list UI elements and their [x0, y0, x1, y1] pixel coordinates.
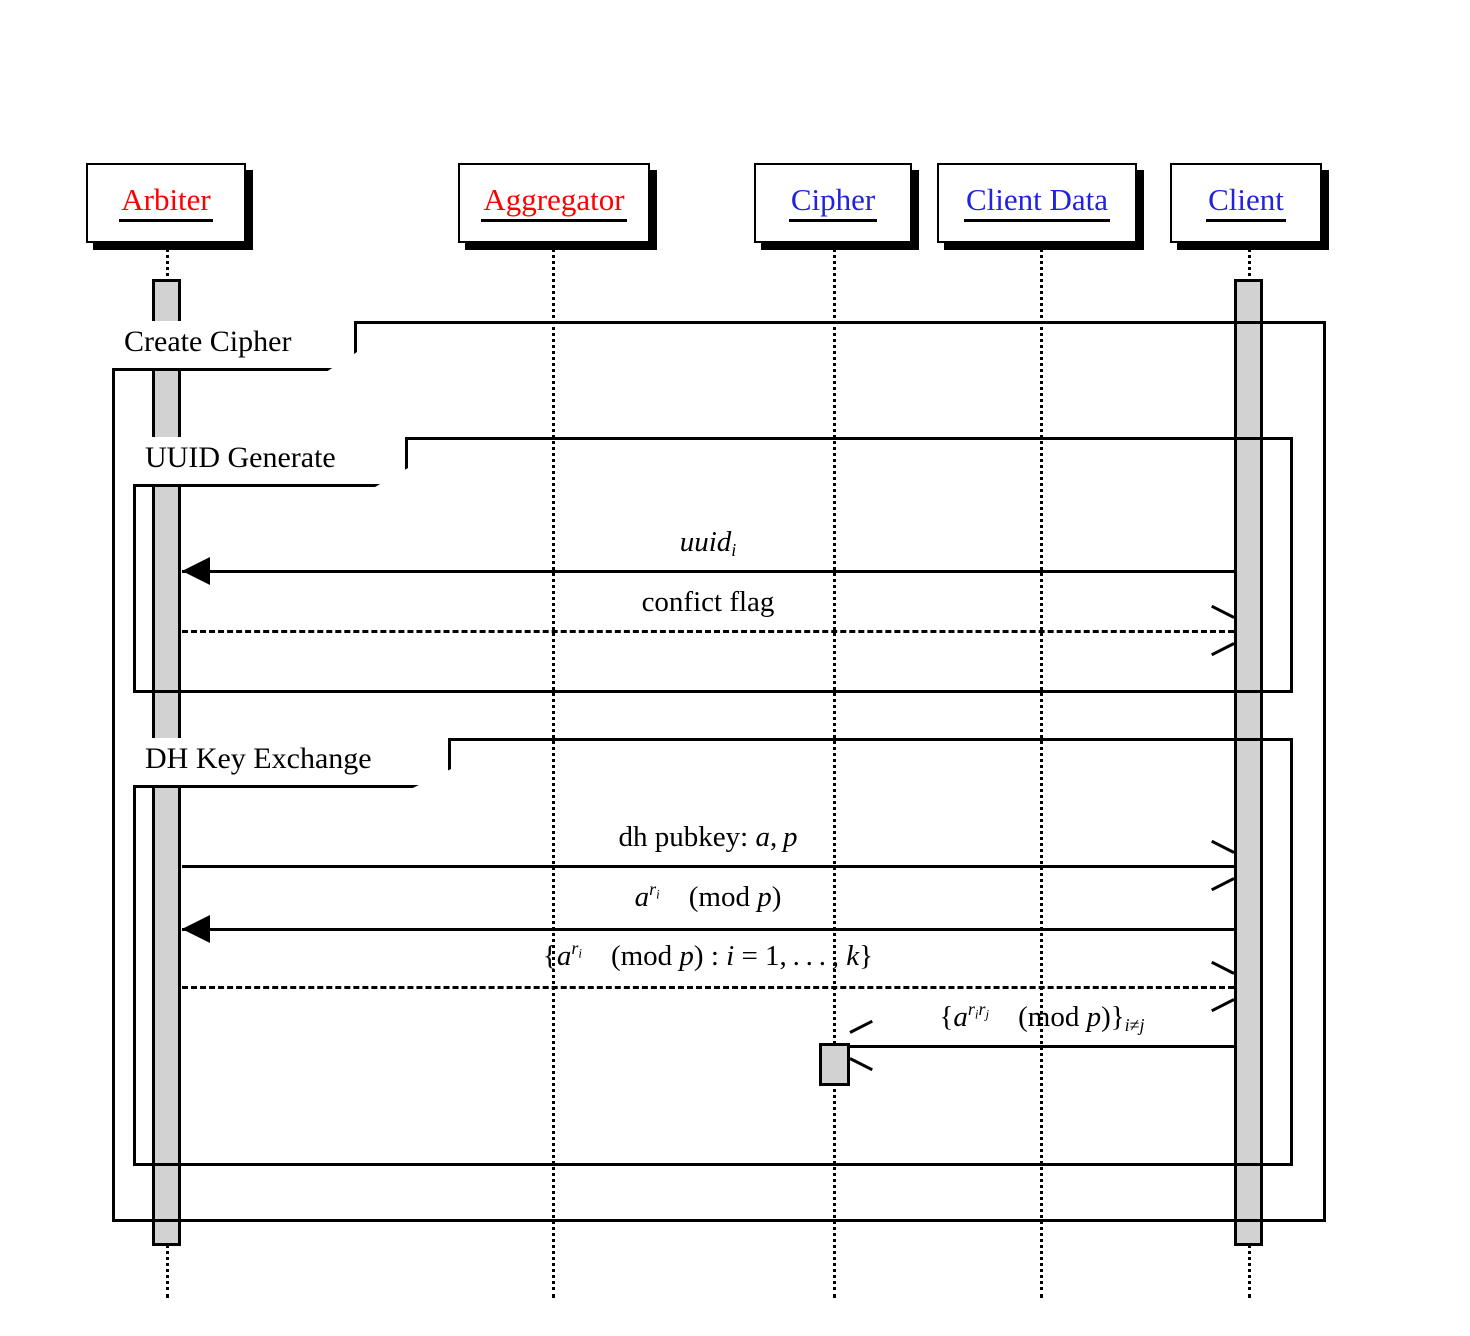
fragment-create-cipher [112, 321, 1326, 1222]
message-line-confict-flag [182, 630, 1234, 633]
fragment-uuid-generate [133, 437, 1293, 693]
lifeline-cipher [833, 248, 836, 1298]
fragment-label-uuid-generate-text: UUID Generate [145, 440, 336, 474]
message-label-a-ri-mod-p: ari (mod p) [634, 878, 782, 913]
actor-label-arbiter: Arbiter [119, 184, 213, 222]
actor-label-aggregator: Aggregator [481, 184, 627, 222]
message-line-dh-pubkey [182, 865, 1234, 868]
activation-cipher [819, 1043, 850, 1086]
fragment-label-uuid-generate: UUID Generate [133, 437, 408, 487]
arrowhead-a-ri-mod-p [182, 915, 210, 943]
fragment-label-create-cipher-text: Create Cipher [124, 324, 292, 358]
fragment-label-dh-key-exchange: DH Key Exchange [133, 738, 451, 788]
activation-client [1234, 279, 1263, 1246]
message-label-a-rirj-mod-p-set: {arirj (mod p)}i≠j [939, 998, 1145, 1036]
message-label-confict-flag: confict flag [641, 586, 775, 618]
actor-box-aggregator[interactable]: Aggregator [458, 163, 650, 243]
arrowhead-dh-pubkey [1209, 851, 1233, 881]
arrowhead-confict-flag [1209, 616, 1233, 646]
message-label-uuid-i: uuidi [679, 526, 737, 561]
actor-label-cipher: Cipher [788, 184, 878, 222]
message-line-a-rirj-mod-p-set [850, 1045, 1234, 1048]
actor-box-client[interactable]: Client [1170, 163, 1322, 243]
message-label-a-ri-mod-p-set: {ari (mod p) : i = 1, . . . , k} [542, 937, 874, 972]
actor-box-client-data[interactable]: Client Data [937, 163, 1137, 243]
actor-label-client-data: Client Data [963, 184, 1111, 222]
lifeline-aggregator [552, 248, 555, 1298]
arrowhead-a-rirj-mod-p-set [850, 1031, 874, 1061]
message-line-a-ri-mod-p [182, 928, 1234, 931]
actor-label-client: Client [1206, 184, 1286, 222]
message-line-a-ri-mod-p-set [182, 986, 1234, 989]
fragment-label-create-cipher: Create Cipher [112, 321, 357, 371]
fragment-label-dh-key-exchange-text: DH Key Exchange [145, 741, 372, 775]
message-line-uuid-i [182, 570, 1234, 573]
message-label-dh-pubkey: dh pubkey: a, p [618, 821, 798, 853]
actor-box-arbiter[interactable]: Arbiter [86, 163, 246, 243]
actor-box-cipher[interactable]: Cipher [754, 163, 912, 243]
arrowhead-uuid-i [182, 557, 210, 585]
fragment-dh-key-exchange [133, 738, 1293, 1166]
arrowhead-a-ri-mod-p-set [1209, 972, 1233, 1002]
lifeline-client-data [1040, 248, 1043, 1298]
